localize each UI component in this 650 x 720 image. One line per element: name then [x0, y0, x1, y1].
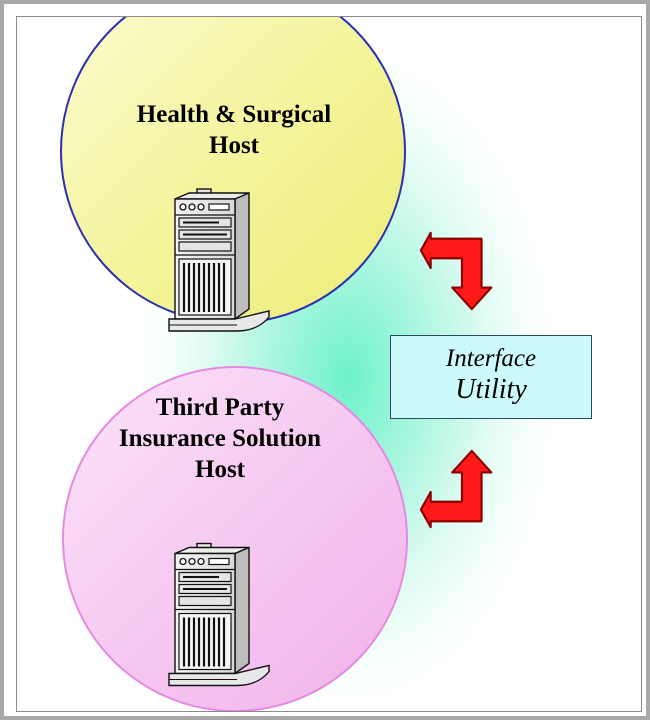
bent-double-arrow-icon: [419, 231, 493, 311]
interface-utility-box: Interface Utility: [390, 335, 592, 419]
diagram-canvas: Health & Surgical Host Third Party Insur…: [16, 16, 642, 712]
host-circle-third-party: [62, 366, 408, 711]
interface-label-line2: Utility: [455, 374, 527, 405]
host-title-line: Host: [209, 132, 259, 159]
host-title-third-party: Third Party Insurance Solution Host: [75, 392, 365, 485]
host-title-line: Health & Surgical: [136, 101, 332, 128]
host-title-health-surgical: Health & Surgical Host: [89, 99, 379, 161]
diagram-svg: [60, 17, 493, 711]
host-title-line: Insurance Solution: [118, 425, 322, 452]
interface-label-line1: Interface: [445, 345, 537, 372]
bent-double-arrow-icon: [419, 449, 493, 529]
host-title-line: Host: [195, 456, 245, 483]
host-title-line: Third Party: [155, 394, 285, 421]
